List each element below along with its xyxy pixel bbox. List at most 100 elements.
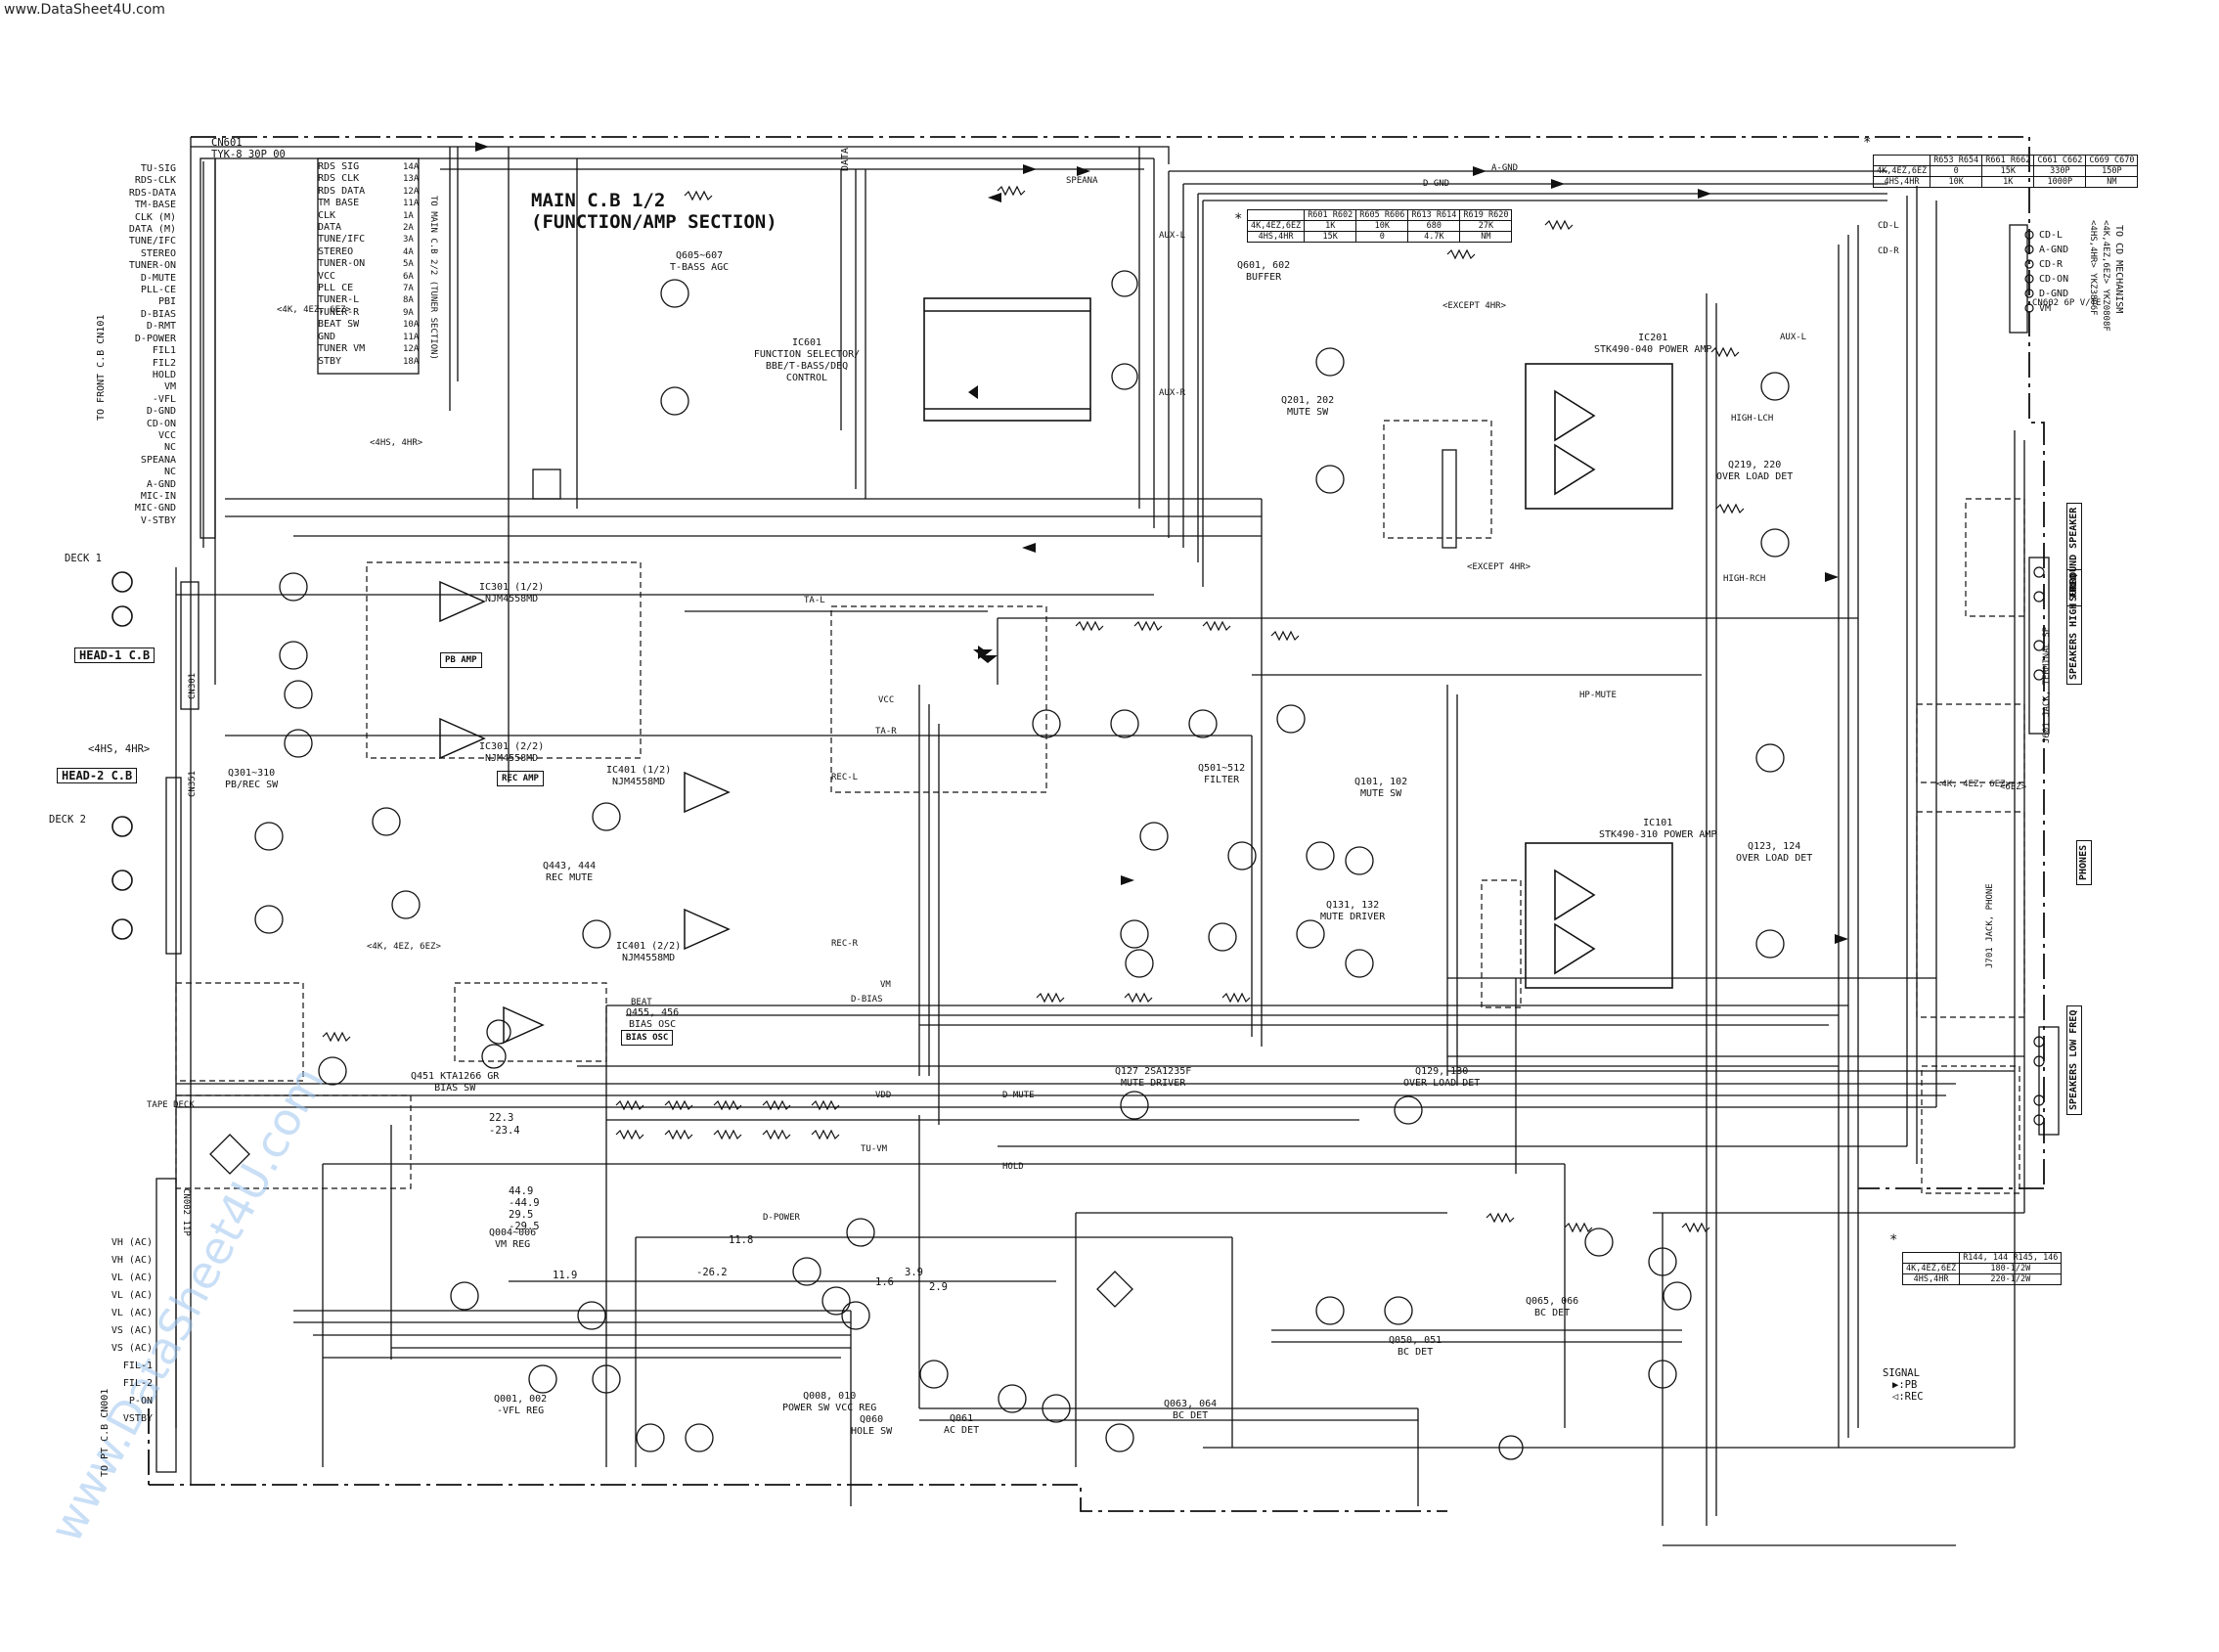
tuner-pin-number: 11A: [403, 199, 420, 209]
front-pin-label: PBI: [157, 296, 176, 308]
tuner-pin-label: TUNER-L: [318, 294, 360, 306]
tuner-pin-label: RDS SIG: [318, 161, 360, 172]
tuner-pin-number: 12A: [403, 344, 420, 355]
variant-4hs-a: <4HS, 4HR>: [370, 438, 423, 448]
front-pin-label: FIL1: [152, 345, 176, 357]
table-header-cell: R661 R662: [1981, 155, 2035, 166]
front-pin-label: MIC-GND: [134, 503, 176, 514]
front-pin-label: D-POWER: [134, 333, 176, 344]
table-header-cell: R619 R620: [1459, 209, 1513, 221]
net-a-gnd: A-GND: [1491, 163, 1519, 173]
front-pin-label: TUNE/IFC: [128, 236, 176, 247]
rec-amp-label: REC AMP: [497, 771, 544, 786]
pt-pin-label: VH (AC): [111, 1255, 153, 1266]
page-title: MAIN C.B 1/2 (FUNCTION/AMP SECTION): [531, 190, 777, 233]
net-cd-l: CD-L: [1878, 221, 1899, 231]
arrow-pb-icon: ▶: [1892, 1379, 1899, 1391]
front-pin-label: D-MUTE: [140, 272, 176, 284]
connector-blocks: [155, 157, 2060, 1473]
variant-4k-c: <4K, 4EZ, 6EZ>: [1936, 780, 2011, 789]
tuner-pin-number: 9A: [403, 307, 414, 318]
pt-pin-label: VL (AC): [111, 1272, 153, 1283]
table-cell: 4K,4EZ,6EZ: [1872, 165, 1931, 177]
voltage-10: 2.9: [929, 1281, 948, 1293]
board-outline: [148, 136, 2045, 1512]
signal-legend-rec: ◁:REC: [1892, 1391, 1924, 1403]
tuner-pin-label: GND: [318, 331, 336, 342]
pt-pin-label: VS (AC): [111, 1343, 153, 1354]
net-speana: SPEANA: [1066, 176, 1098, 186]
pt-pin-list: VH (AC)VH (AC)VL (AC)VL (AC)VL (AC)VS (A…: [98, 1234, 153, 1428]
tuner-pin-label: STBY: [318, 355, 342, 367]
variant-6ez: <6EZ>: [2000, 782, 2027, 792]
diode-bridges: [209, 1134, 1133, 1308]
table-header-cell: [1901, 1252, 1961, 1264]
j701-label: J701 JACK, PHONE: [1985, 883, 1995, 968]
cn602-label: CN602 6P V/TE: [2032, 298, 2102, 308]
front-pin-label: V-STBY: [140, 514, 176, 526]
variant-4k-a: <4K, 4EZ, 6EZ>: [277, 305, 351, 315]
front-pin-label: -VFL: [152, 393, 176, 405]
tuner-pin-number: 10A: [403, 320, 420, 331]
table-cell: 4.7K: [1407, 231, 1461, 243]
front-pin-label: TM-BASE: [134, 200, 176, 211]
front-pin-label: TU-SIG: [140, 163, 176, 174]
table-cell: 4HS,4HR: [1872, 176, 1931, 188]
bias-osc-label: BIAS OSC: [621, 1030, 674, 1046]
tuner-pin-label: DATA: [318, 222, 342, 234]
front-pin-label: NC: [163, 442, 176, 454]
table-cell: 4K,4EZ,6EZ: [1901, 1263, 1961, 1274]
net-aux-r: AUX-R: [1159, 388, 1186, 398]
except-4hr-b: <EXCEPT 4HR>: [1467, 562, 1531, 572]
cd-pin-label: D-GND: [2039, 289, 2069, 299]
front-pin-label: D-BIAS: [140, 308, 176, 320]
net-hold: HOLD: [1002, 1162, 1024, 1172]
title-line1: MAIN C.B 1/2: [531, 190, 666, 211]
front-pin-label: PLL-CE: [140, 285, 176, 296]
net-beat: BEAT: [631, 998, 652, 1007]
tuner-pin-label: BEAT SW: [318, 319, 360, 331]
voltage-7: 11.9: [553, 1270, 578, 1281]
table-header-cell: R605 R606: [1355, 209, 1409, 221]
net-d-mute: D-MUTE: [1002, 1091, 1035, 1100]
pt-pin-label: FIL-2: [122, 1378, 153, 1389]
high-freq-label: SPEAKERS HIGH FREQ: [2066, 568, 2082, 685]
net-rec-r: REC-R: [831, 939, 859, 949]
front-pin-label: D-RMT: [146, 321, 176, 333]
table-header-cell: C669 C670: [2085, 155, 2139, 166]
arrow-rec-icon: ◁: [1892, 1391, 1899, 1403]
table-cell: 1K: [1981, 176, 2035, 188]
signal-legend-title: SIGNAL: [1883, 1367, 1920, 1379]
table-header-cell: C661 C662: [2033, 155, 2087, 166]
front-pin-label: RDS-CLK: [134, 175, 176, 187]
tuner-pin-label: STEREO: [318, 246, 354, 257]
net-vdd: VDD: [875, 1091, 892, 1100]
low-freq-label: SPEAKERS LOW FREQ: [2066, 1005, 2082, 1115]
net-vcc: VCC: [878, 695, 895, 705]
table-header-cell: R601 R602: [1304, 209, 1357, 221]
net-tu-vm: TU-VM: [861, 1144, 888, 1154]
voltage-6: -23.4: [489, 1125, 520, 1137]
net-aux-l-2: AUX-L: [1780, 333, 1807, 342]
net-d-power: D-POWER: [763, 1213, 800, 1223]
tuner-pin-label: TUNER-R: [318, 306, 360, 318]
table-cell: 680: [1407, 220, 1461, 232]
head1-board: HEAD-1 C.B: [74, 647, 155, 663]
cd-pin-label: CD-L: [2039, 230, 2064, 241]
table-cell: 10K: [1355, 220, 1409, 232]
net-data: DATA: [840, 147, 851, 171]
